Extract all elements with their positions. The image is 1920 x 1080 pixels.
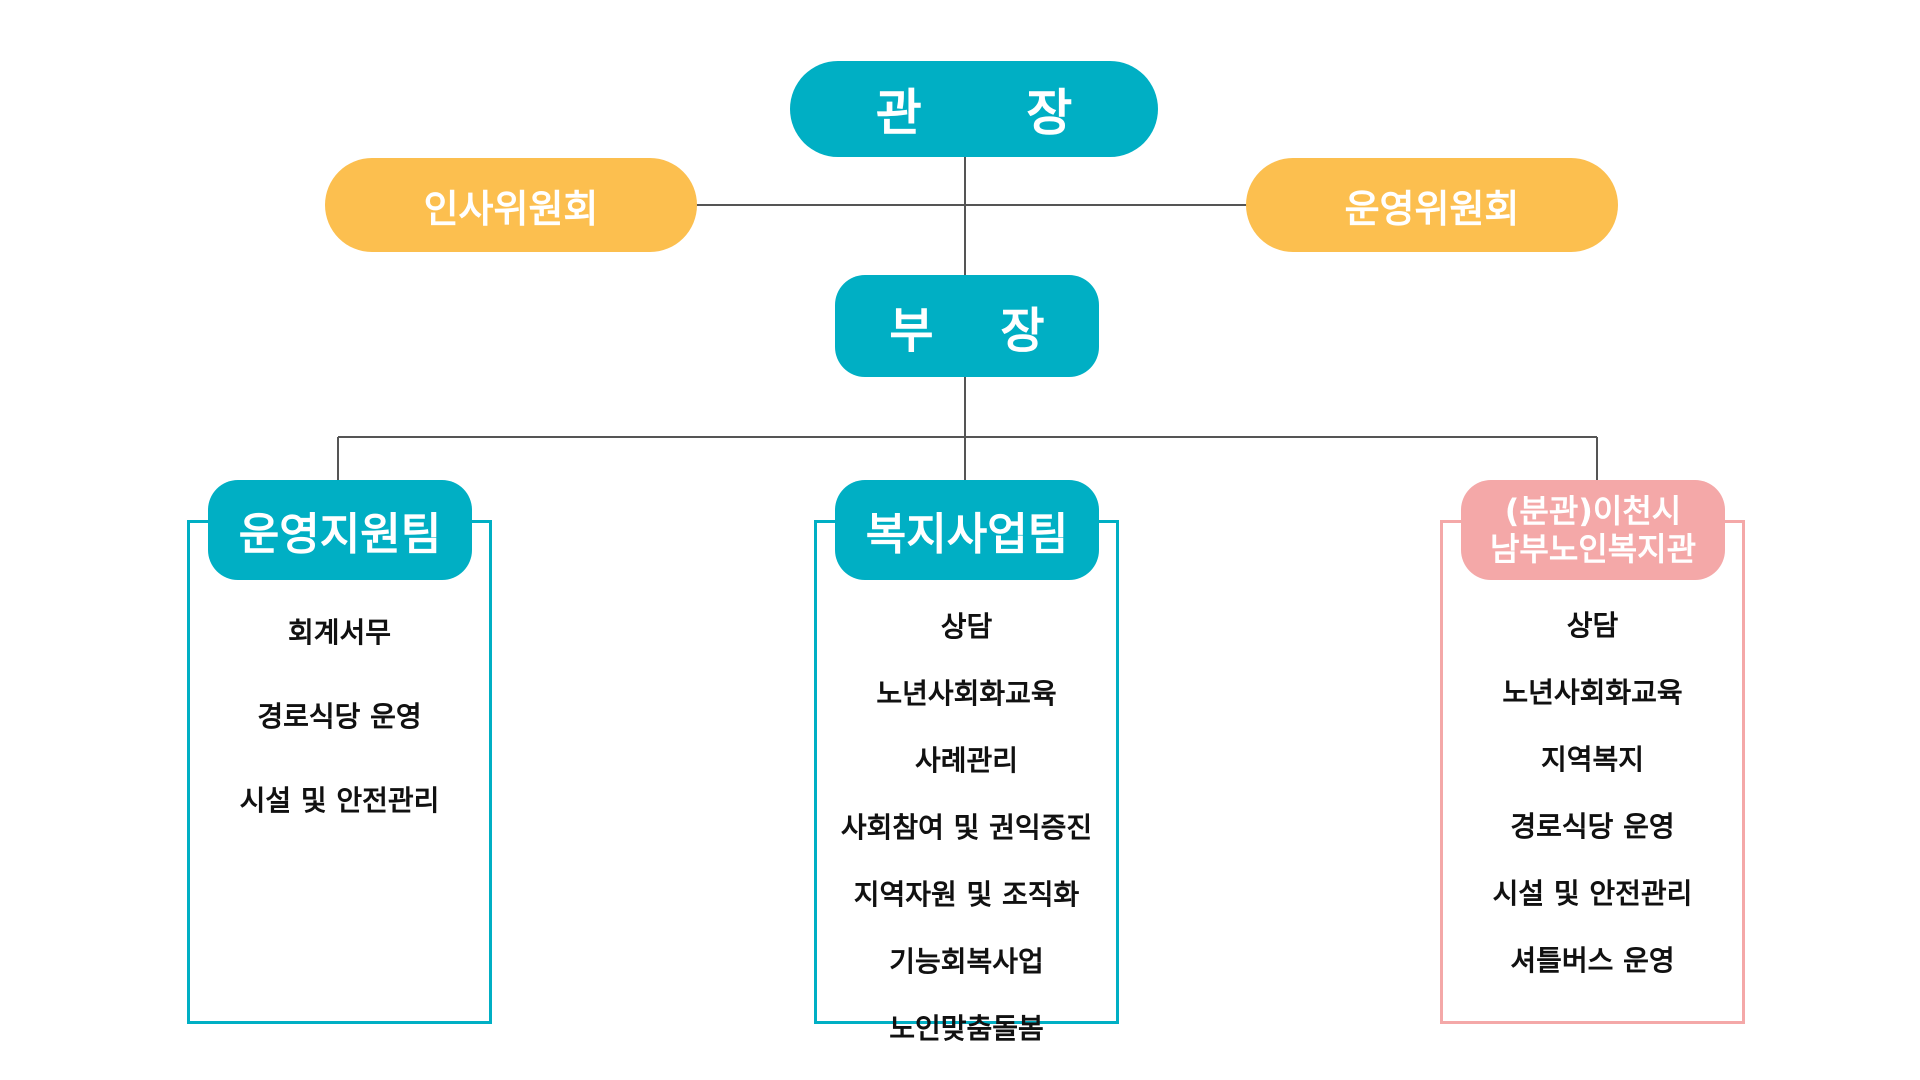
deputy-node: 부 장 [835, 275, 1099, 377]
duty-item: 상담 [1566, 609, 1619, 642]
duty-item: 사례관리 [914, 744, 1019, 777]
team-box-branch: 상담 노년사회화교육 지역복지 경로식당 운영 시설 및 안전관리 셔틀버스 운… [1440, 520, 1745, 1024]
duty-item: 셔틀버스 운영 [1510, 944, 1675, 977]
duty-item: 지역자원 및 조직화 [853, 878, 1080, 911]
branch-name-line1: (분관)이천시 [1504, 491, 1682, 530]
duty-item: 노인맞춤돌봄 [889, 1012, 1044, 1045]
team-header-welfare: 복지사업팀 [835, 480, 1099, 580]
duty-item: 상담 [940, 610, 993, 643]
personnel-committee-node: 인사위원회 [325, 158, 697, 252]
team-box-operations: 회계서무 경로식당 운영 시설 및 안전관리 [187, 520, 492, 1024]
duty-item: 노년사회화교육 [1502, 676, 1683, 709]
duty-item: 회계서무 [287, 616, 392, 649]
duty-item: 경로식당 운영 [1510, 810, 1675, 843]
duty-item: 기능회복사업 [889, 945, 1044, 978]
team-box-welfare: 상담 노년사회화교육 사례관리 사회참여 및 권익증진 지역자원 및 조직화 기… [814, 520, 1119, 1045]
duty-item: 시설 및 안전관리 [239, 784, 440, 817]
duty-item: 사회참여 및 권익증진 [840, 811, 1093, 844]
duty-item: 경로식당 운영 [257, 700, 422, 733]
team-header-branch: (분관)이천시 남부노인복지관 [1461, 480, 1725, 580]
duty-item: 시설 및 안전관리 [1492, 877, 1693, 910]
director-node: 관 장 [790, 61, 1158, 157]
branch-name-line2: 남부노인복지관 [1489, 530, 1697, 568]
duty-item: 노년사회화교육 [876, 677, 1057, 710]
team-header-operations: 운영지원팀 [208, 480, 472, 580]
duty-item: 지역복지 [1540, 743, 1645, 776]
operating-committee-node: 운영위원회 [1246, 158, 1618, 252]
